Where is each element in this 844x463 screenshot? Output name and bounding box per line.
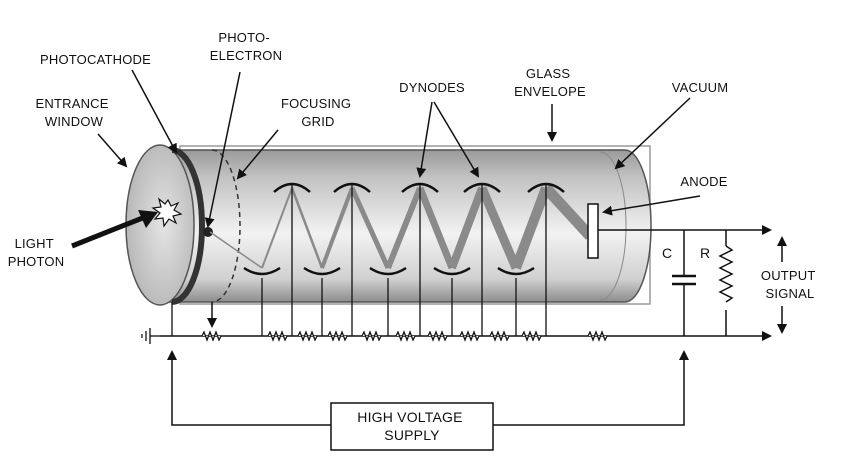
output-signal-label: OUTPUT SIGNAL	[761, 268, 819, 301]
vacuum-callout	[614, 97, 691, 170]
anode-callout	[602, 195, 701, 216]
high-voltage-supply-box	[330, 402, 494, 451]
photoelectron-label: PHOTO- ELECTRON	[210, 30, 282, 63]
dynode-6	[401, 182, 439, 193]
dynode-8	[463, 182, 501, 193]
dynode-7	[433, 266, 471, 276]
ground-icon	[141, 328, 160, 344]
high-voltage-supply-label: HIGH VOLTAGE SUPPLY	[357, 409, 466, 443]
light-photon-arrowhead	[138, 210, 158, 228]
photon-burst-icon	[151, 197, 183, 228]
load-resistor	[718, 230, 734, 336]
entrance-window-disc	[125, 144, 195, 306]
photocathode-label: PHOTOCATHODE	[40, 52, 151, 67]
dynodes-label: DYNODES	[399, 80, 465, 95]
capacitor-label: C	[662, 245, 672, 261]
dynode-1	[243, 266, 281, 276]
resistor-label: R	[700, 245, 710, 261]
electron-beam	[209, 184, 595, 270]
photocathode-layer	[171, 147, 205, 305]
focusing-grid-label: FOCUSING GRID	[281, 96, 355, 129]
dynode-5	[369, 266, 407, 276]
hv-left-wire	[167, 350, 331, 426]
dynodes	[243, 182, 565, 276]
dynode-4	[333, 182, 371, 193]
anode-label: ANODE	[680, 174, 727, 189]
dynode-9	[497, 266, 535, 276]
dynode-3	[303, 266, 341, 276]
entrance-window-label: ENTRANCE WINDOW	[36, 96, 113, 129]
dynode-10	[527, 182, 565, 193]
glass-envelope-label: GLASS ENVELOPE	[514, 66, 586, 99]
capacitor	[672, 230, 696, 336]
entrance-window-callout	[97, 133, 128, 168]
photocathode-callout	[131, 69, 177, 154]
light-photon-label: LIGHT PHOTON	[8, 236, 65, 269]
dynode-2	[273, 182, 311, 193]
divider-resistors	[201, 330, 608, 342]
light-photon-arrow	[71, 212, 151, 249]
hv-right-wire	[493, 350, 689, 426]
callout-arrows	[97, 69, 701, 228]
focusing-grid	[211, 149, 241, 303]
photoelectron-dot	[203, 227, 213, 237]
focusing-grid-callout	[236, 129, 279, 180]
tube-end-shading	[599, 151, 627, 301]
dynodes-callout-left	[416, 101, 433, 178]
photoelectron-callout	[204, 71, 241, 228]
dynodes-callout-right	[433, 101, 480, 178]
anode-plate	[587, 203, 599, 259]
vacuum-label: VACUUM	[672, 80, 729, 95]
